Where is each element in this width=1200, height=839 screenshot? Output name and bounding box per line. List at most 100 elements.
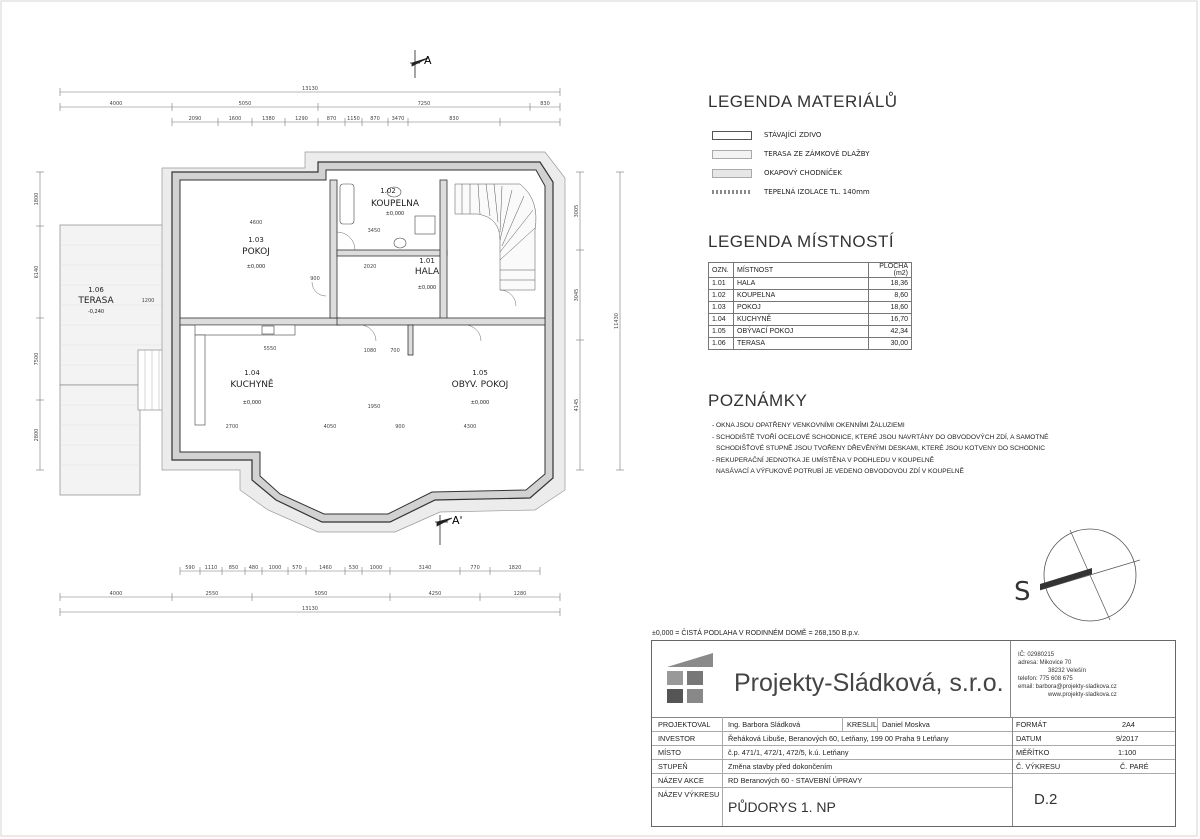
dimension-label: 13130 — [302, 86, 318, 92]
table-cell: KUCHYNĚ — [733, 313, 869, 326]
dimension-label: 1290 — [295, 116, 308, 122]
label-stupen: STUPEŇ — [658, 762, 688, 771]
dimension-label: 2090 — [189, 116, 202, 122]
table-header: MÍSTNOST — [733, 262, 869, 278]
dimension-label: 11430 — [614, 313, 620, 329]
label-nazev-akce: NÁZEV AKCE — [658, 776, 704, 785]
swatch-insulation — [712, 190, 752, 194]
note-line: - REKUPERAČNÍ JEDNOTKA JE UMÍSTĚNA V POD… — [712, 456, 935, 464]
company-contact: IČ: 02980215 adresa: Mikovice 70 38232 V… — [1018, 651, 1117, 699]
dimension-label: 570 — [292, 565, 302, 571]
dimension-label: 4000 — [110, 101, 123, 107]
contact-address-2: 38232 Velešín — [1048, 668, 1087, 674]
dimension-label: 900 — [395, 424, 405, 430]
dimension-label: 2550 — [206, 591, 219, 597]
dimension-label: 1460 — [319, 565, 332, 571]
dimension-label: 4250 — [429, 591, 442, 597]
label-kreslil: KRESLIL — [847, 720, 878, 729]
inner-wall-line — [179, 169, 546, 515]
dimension-label: 1820 — [509, 565, 522, 571]
dimension-label: 5050 — [239, 101, 252, 107]
terrace-area — [59, 224, 179, 496]
rooms-title: LEGENDA MÍSTNOSTÍ — [708, 232, 895, 251]
company-name: Projekty-Sládková, s.r.o. — [734, 669, 1004, 697]
material-row: OKAPOVÝ CHODNÍČEK — [712, 167, 842, 179]
value-nazev-vykresu: PŮDORYS 1. NP — [728, 799, 836, 815]
table-cell: 18,36 — [868, 277, 912, 290]
dimension-label: 4145 — [574, 399, 580, 412]
table-cell: 18,60 — [868, 301, 912, 314]
table-cell: POKOJ — [733, 301, 869, 314]
table-cell: 1.04 — [708, 313, 734, 326]
dimension-label: 13130 — [302, 606, 318, 612]
dimension-label: 2020 — [364, 264, 377, 270]
dimension-label: 870 — [370, 116, 380, 122]
contact-ic: IČ: 02980215 — [1018, 652, 1055, 658]
dimension-label: 3045 — [574, 289, 580, 302]
label-cislo-pare: Č. PARÉ — [1120, 762, 1149, 771]
room-level-koupelna: ±0,000 — [386, 211, 405, 217]
value-nazev-akce: RD Beranových 60 - STAVEBNÍ ÚPRAVY — [728, 776, 863, 785]
room-num-pokoj: 1.03 — [248, 236, 264, 244]
dimension-label: 1800 — [34, 193, 40, 206]
dimension-label: 4050 — [324, 424, 337, 430]
room-name-terasa: TERASA — [77, 296, 114, 306]
label-datum: DATUM — [1016, 734, 1042, 743]
swatch-drip-edge — [712, 168, 752, 178]
company-logo — [667, 653, 721, 709]
dimension-label: 1950 — [368, 404, 381, 410]
table-cell: 1.01 — [708, 277, 734, 290]
room-name-koupelna: KOUPELNA — [371, 199, 420, 209]
dimension-label: 1000 — [269, 565, 282, 571]
dimension-label: 3470 — [392, 116, 405, 122]
table-cell: 30,00 — [868, 337, 912, 350]
dimension-label: 480 — [249, 565, 259, 571]
swatch-terrace — [712, 149, 752, 159]
value-kreslil: Daniel Moskva — [882, 720, 930, 729]
dimension-label: 770 — [470, 565, 480, 571]
material-row: TERASA ZE ZÁMKOVÉ DLAŽBY — [712, 148, 869, 160]
title-block: Projekty-Sládková, s.r.o. IČ: 02980215 a… — [651, 640, 1176, 827]
room-level-terasa: -0,240 — [88, 309, 104, 315]
table-cell: HALA — [733, 277, 869, 290]
room-num-obyvaci: 1.05 — [472, 369, 488, 377]
note-line: - OKNA JSOU OPATŘENY VENKOVNÍMI OKENNÍMI… — [712, 422, 905, 429]
notes-list: - OKNA JSOU OPATŘENY VENKOVNÍMI OKENNÍMI… — [712, 420, 1049, 478]
label-investor: INVESTOR — [658, 734, 696, 743]
dimension-label: 5050 — [315, 591, 328, 597]
label-nazev-vykresu: NÁZEV VÝKRESU — [658, 790, 720, 799]
dimension-label: 830 — [449, 116, 459, 122]
dimension-label: 7250 — [418, 101, 431, 107]
section-marks — [410, 50, 453, 545]
dimension-label: 900 — [310, 276, 320, 282]
value-misto: č.p. 471/1, 472/1, 472/5, k.ú. Letňany — [728, 748, 849, 757]
room-name-kuchyne: KUCHYNĚ — [230, 378, 274, 390]
table-cell: 1.02 — [708, 289, 734, 302]
label-meritko: MĚŘÍTKO — [1016, 748, 1050, 757]
dimension-label: 2800 — [34, 429, 40, 442]
value-investor: Řeháková Libuše, Beranových 60, Letňany,… — [728, 734, 949, 743]
table-cell: 1.06 — [708, 337, 734, 350]
note-line: SCHODIŠŤOVÉ STUPNĚ JSOU TVOŘENY DŘEVĚNÝM… — [716, 445, 1046, 452]
table-header-row: OZN. MÍSTNOST PLOCHA (m2) — [708, 262, 912, 278]
contact-email: email: barbora@projekty-sladkova.cz — [1018, 684, 1117, 690]
dimension-label: 590 — [185, 565, 195, 571]
dimension-label: 1280 — [514, 591, 527, 597]
label-format: FORMÁT — [1016, 720, 1047, 729]
base-elevation-note: ±0,000 = ČISTÁ PODLAHA V RODINNÉM DOMĚ =… — [652, 630, 860, 637]
room-name-pokoj: POKOJ — [242, 247, 270, 257]
dimension-label: 1380 — [262, 116, 275, 122]
dimension-label: 1000 — [370, 565, 383, 571]
dimension-label: 830 — [540, 101, 550, 107]
room-level-kuchyne: ±0,000 — [243, 400, 262, 406]
table-cell: 42,34 — [868, 325, 912, 338]
contact-address: adresa: Mikovice 70 — [1018, 660, 1072, 666]
value-projektoval: Ing. Barbora Sládková — [728, 720, 801, 729]
dimension-label: 1200 — [142, 298, 155, 304]
value-format: 2A4 — [1122, 720, 1135, 729]
